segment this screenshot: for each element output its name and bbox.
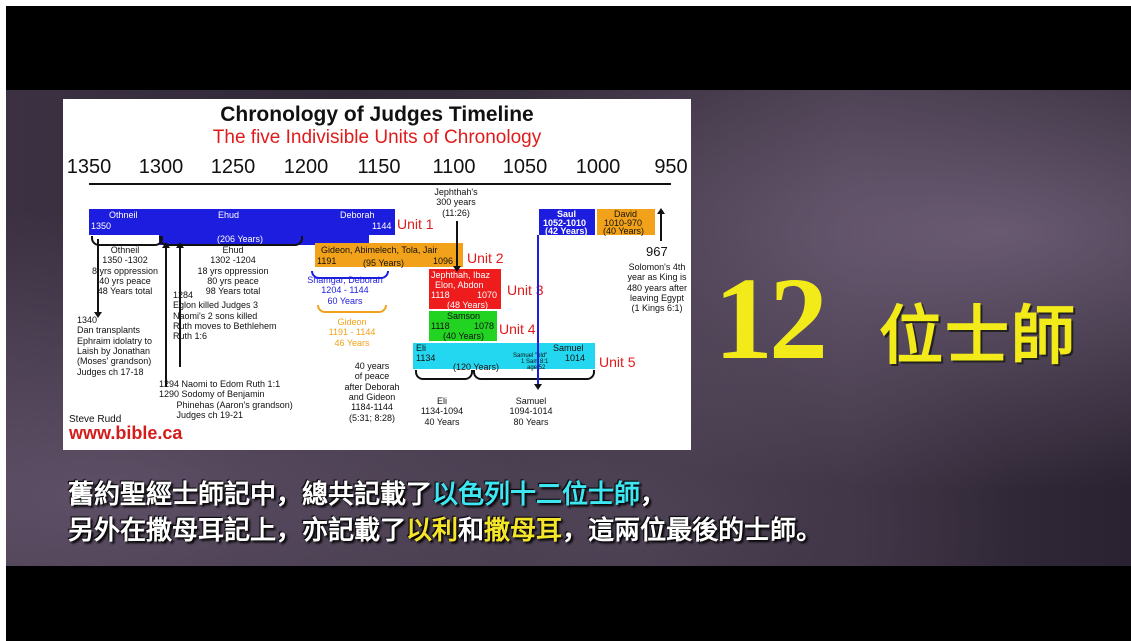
- samuel-end: 1014: [565, 353, 586, 363]
- scene-background: Chronology of Judges Timeline The five I…: [6, 90, 1131, 566]
- jephthah-arrow: [453, 221, 461, 272]
- big-number: 12: [714, 253, 828, 384]
- samuel-brace: [473, 370, 595, 380]
- jephthah-label-2: Elon, Abdon: [435, 280, 484, 290]
- othneil-start: 1350: [91, 221, 112, 231]
- samuel-ref-note: 1 Sam 8:1: [521, 359, 549, 365]
- timeline-chart: Chronology of Judges Timeline The five I…: [63, 99, 691, 450]
- ehud-label: Ehud: [218, 210, 240, 220]
- jephthah-years: (48 Years): [447, 300, 489, 310]
- subtitle-highlight: 以色列十二位士師: [432, 479, 641, 509]
- saul-range: 1052-1010: [543, 218, 587, 228]
- subtitle-text: 另外在撒母耳記上，亦記載了: [68, 515, 407, 545]
- othneil-note: Othneil 1350 -1302 8 yrs oppression 40 y…: [91, 245, 159, 297]
- ehud-years-band: [159, 235, 369, 245]
- note-1340-arrow: [94, 239, 102, 318]
- subtitle-line-1: 舊約聖經士師記中，總共記載了以色列十二位士師，: [68, 474, 666, 511]
- unit-5-label: Unit 5: [599, 354, 636, 370]
- peace-note: 40 years of peace after Deborah and Gide…: [344, 361, 400, 423]
- othneil-ehud-deborah-bar: [89, 209, 395, 235]
- tick-label: 1100: [432, 156, 476, 178]
- site-logo: www.bible.ca: [69, 423, 183, 443]
- note-1294: 1294 Naomi to Edom Ruth 1:1 1290 Sodomy …: [159, 379, 293, 421]
- subtitle-text: ，: [640, 479, 667, 509]
- samuel-label: Samuel: [553, 343, 584, 353]
- gideon-brace: [317, 305, 387, 313]
- jephthah-end: 1070: [477, 290, 498, 300]
- tick-label: 1250: [210, 156, 256, 178]
- david-range: 1010-970: [604, 218, 643, 228]
- eli-note: Eli 1134-1094 40 Years: [420, 396, 464, 427]
- samuel-arrow: [534, 235, 542, 390]
- othneil-label: Othneil: [109, 210, 138, 220]
- unit-4-label: Unit 4: [499, 321, 536, 337]
- solomon-note: Solomon's 4th year as King is 480 years …: [626, 262, 688, 314]
- subtitle-highlight: 撒母耳: [484, 515, 563, 545]
- ehud-brace: [159, 236, 303, 246]
- big-title: 位士師: [879, 300, 1077, 372]
- unit-1-label: Unit 1: [397, 216, 434, 232]
- gideon-group-bar: [315, 243, 463, 267]
- axis-line: [89, 183, 671, 185]
- gideon-note: Gideon 1191 - 1144 46 Years: [328, 317, 376, 348]
- saul-label: Saul: [557, 209, 577, 219]
- david-bar: [597, 209, 655, 235]
- note-1294-arrow: [162, 242, 170, 387]
- saul-years: (42 Years): [545, 226, 588, 236]
- subtitle-highlight: 以利: [406, 515, 459, 545]
- chart-subtitle: The five Indivisible Units of Chronology: [212, 127, 542, 148]
- tick-label: 1350: [66, 156, 112, 178]
- samson-label: Samson: [447, 311, 481, 321]
- chart-title: Chronology of Judges Timeline: [220, 103, 534, 126]
- tick-label: 1150: [357, 156, 401, 178]
- gideon-end: 1096: [433, 256, 454, 266]
- deborah-end: 1144: [372, 221, 392, 231]
- note-1340: 1340 Dan transplants Ephraim idolatry to…: [77, 315, 153, 377]
- samson-end: 1078: [474, 321, 495, 331]
- jephthah-start: 1118: [431, 290, 450, 300]
- samuel-note: Samuel 1094-1014 80 Years: [509, 396, 553, 427]
- subtitle-text: 和: [458, 515, 485, 545]
- eli-brace: [415, 370, 473, 380]
- jephthah-300-note: Jephthah's 300 years (11:26): [434, 187, 478, 218]
- samuel-age-note: age 52: [527, 365, 546, 371]
- david-years: (40 Years): [603, 226, 645, 236]
- eli-samuel-years: (120 Years): [453, 362, 500, 372]
- tick-label: 950: [654, 156, 688, 178]
- samson-bar: [429, 311, 497, 341]
- author-credit: Steve Rudd: [69, 414, 122, 425]
- shamgar-note: Shamgar, Deborah 1204 - 1144 60 Years: [307, 275, 383, 306]
- solomon-arrow: [657, 208, 665, 241]
- unit-3-label: Unit 3: [507, 282, 544, 298]
- samson-years: (40 Years): [443, 331, 485, 341]
- video-frame: Chronology of Judges Timeline The five I…: [6, 6, 1131, 641]
- gideon-group-label: Gideon, Abimelech, Tola, Jair: [321, 245, 438, 255]
- note-1284-arrow: [176, 242, 184, 367]
- tick-label: 1000: [575, 156, 621, 178]
- ehud-note: Ehud 1302 -1204 18 yrs oppression 80 yrs…: [197, 245, 269, 297]
- ehud-years: (206 Years): [217, 234, 264, 244]
- tick-label: 1050: [502, 156, 548, 178]
- tick-label: 1200: [283, 156, 329, 178]
- unit-2-label: Unit 2: [467, 250, 504, 266]
- samuel-old-note: Samuel "old": [513, 353, 548, 359]
- solomon-year: 967: [646, 244, 668, 259]
- gideon-years: (95 Years): [363, 258, 405, 268]
- gideon-start: 1191: [317, 256, 337, 266]
- note-1284: 1284 Eglon killed Judges 3 Naomi's 2 son…: [173, 290, 277, 342]
- subtitle-text: ，這兩位最後的士師。: [562, 515, 823, 545]
- subtitle-line-2: 另外在撒母耳記上，亦記載了以利和撒母耳，這兩位最後的士師。: [68, 510, 822, 547]
- eli-label: Eli: [416, 343, 427, 353]
- shamgar-brace: [311, 271, 389, 279]
- david-label: David: [614, 209, 638, 219]
- samson-start: 1118: [431, 321, 450, 331]
- jephthah-label-1: Jephthah, Ibaz: [431, 270, 491, 280]
- deborah-label: Deborah: [340, 210, 375, 220]
- eli-start: 1134: [416, 353, 436, 363]
- jephthah-group-bar: [429, 269, 501, 309]
- subtitle-text: 舊約聖經士師記中，總共記載了: [68, 479, 433, 509]
- saul-bar: [539, 209, 595, 235]
- eli-samuel-bar: [413, 343, 595, 369]
- tick-label: 1300: [138, 156, 184, 178]
